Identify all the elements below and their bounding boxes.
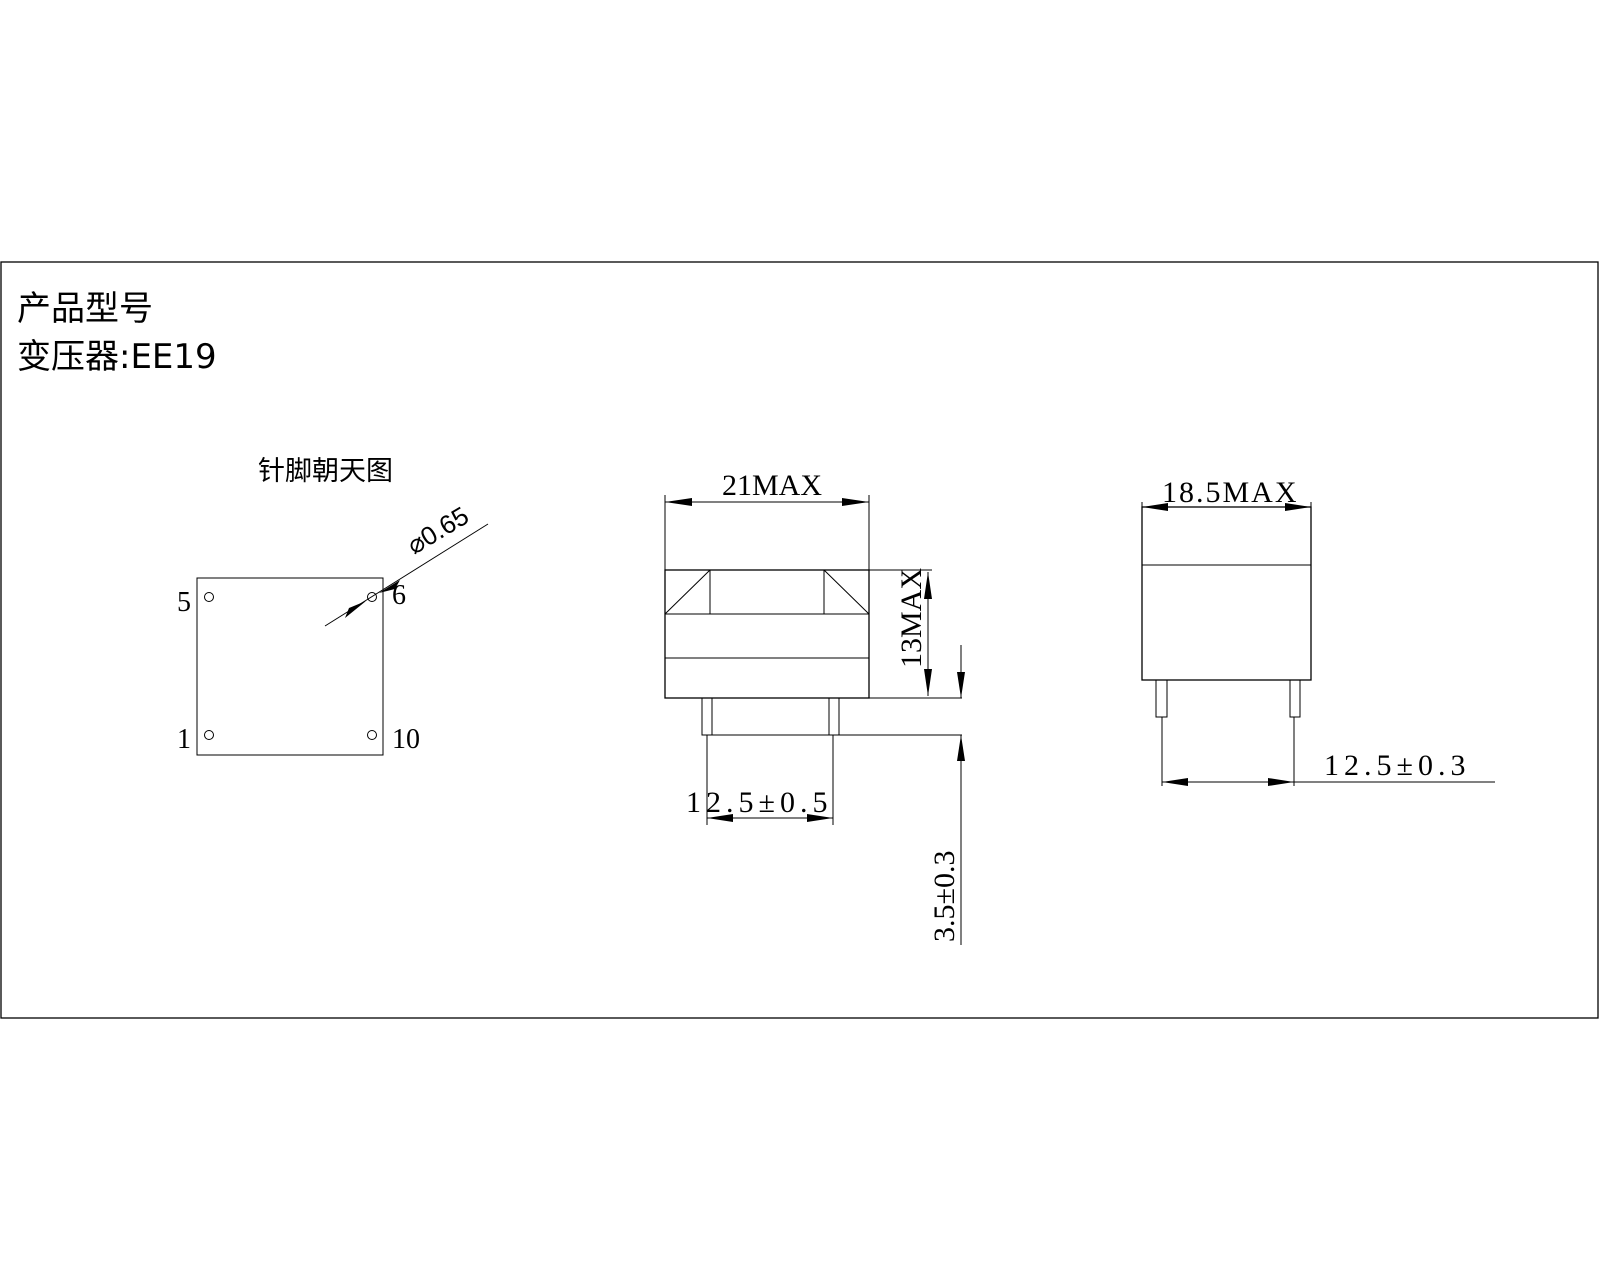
pin-view-caption: 针脚朝天图	[258, 456, 393, 487]
pin-label-5: 5	[177, 587, 191, 618]
pin-view-outline	[196, 577, 384, 756]
side-pitch-label: 12.5±0.3	[1324, 749, 1470, 782]
diameter-label: ⌀0.65	[402, 500, 474, 560]
arrowhead	[379, 580, 400, 593]
drawing-frame	[0, 261, 1599, 1019]
arrowhead	[345, 601, 366, 618]
front-view: 21MAX 13MAX 3.5±0.3 12.5±0.5	[664, 469, 965, 945]
front-pitch-label: 12.5±0.5	[686, 786, 832, 819]
side-width-label: 18.5MAX	[1162, 476, 1299, 509]
product-model-value: 变压器:EE19	[17, 337, 217, 377]
front-pin-right	[828, 697, 840, 736]
pin-hole-1	[204, 730, 214, 740]
pin-hole-10	[367, 730, 377, 740]
pin-label-10: 10	[392, 724, 420, 755]
pin-hole-5	[204, 592, 214, 602]
side-pin-left	[1155, 679, 1168, 718]
front-body	[664, 569, 870, 699]
product-model-heading: 产品型号	[17, 289, 153, 329]
pin-top-view: 针脚朝天图 5 6 1 10 ⌀0.65	[177, 456, 489, 756]
side-body	[1141, 506, 1312, 681]
front-height-label: 13MAX	[895, 568, 928, 668]
side-view: 18.5MAX 12.5±0.3	[1141, 476, 1495, 786]
pin-label-1: 1	[177, 724, 191, 755]
pin-length-label: 3.5±0.3	[928, 851, 961, 942]
front-width-label: 21MAX	[722, 469, 822, 502]
side-pin-right	[1289, 679, 1301, 718]
pin-hole-6	[367, 592, 377, 602]
front-pin-left	[701, 697, 713, 736]
